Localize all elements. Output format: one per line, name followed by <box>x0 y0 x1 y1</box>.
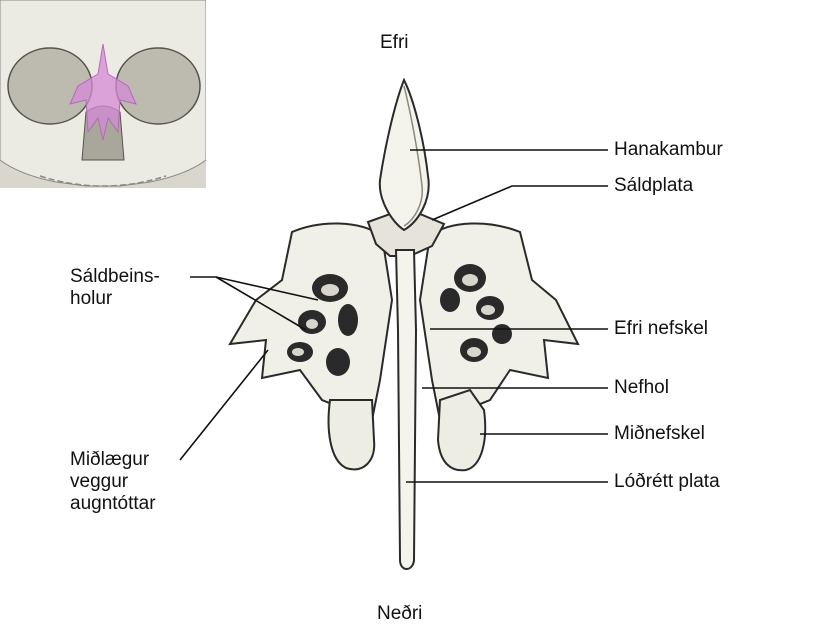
label-saldbeinsholur: Sáldbeins- holur <box>70 266 160 309</box>
inset-ethmoid-highlight <box>69 43 137 141</box>
left-air-cell-highlights <box>292 284 339 356</box>
label-nefhol: Nefhol <box>614 377 669 398</box>
label-hanakambur: Hanakambur <box>614 139 723 160</box>
leader-midlaegur <box>179 349 269 461</box>
label-midnefskel: Miðnefskel <box>614 423 705 444</box>
label-midlaegur-veggur: Miðlægur veggur augntóttar <box>70 449 156 514</box>
leader-saldplata <box>431 185 608 221</box>
left-middle-concha <box>327 399 376 471</box>
inset-teeth <box>39 175 167 187</box>
right-lateral-mass <box>418 222 580 422</box>
orientation-bottom-label: Neðri <box>377 603 423 624</box>
label-lodrett-plata: Lóðrétt plata <box>614 471 720 492</box>
leader-lines <box>179 149 608 483</box>
right-middle-concha <box>436 388 487 472</box>
skull-inset <box>0 0 206 188</box>
perpendicular-plate <box>394 249 418 570</box>
leader-saldbeinsholur-b <box>215 276 307 331</box>
right-air-cell-highlights <box>462 274 495 357</box>
orientation-top-label: Efri <box>380 32 409 53</box>
label-saldplata: Sáldplata <box>614 175 694 196</box>
crista-galli <box>378 77 430 232</box>
label-efri-nefskel: Efri nefskel <box>614 318 708 339</box>
crista-galli-shade <box>403 85 423 227</box>
